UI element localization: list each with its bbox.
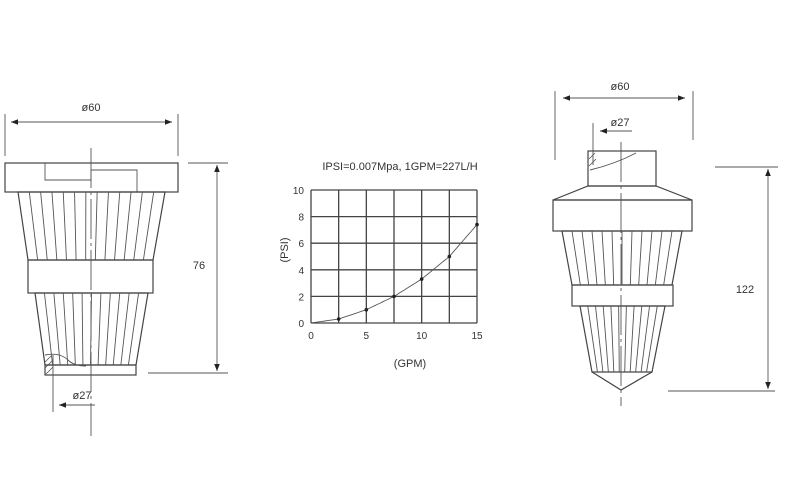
top-flange (4, 162, 179, 193)
rib-line (62, 191, 67, 261)
data-point (364, 307, 369, 312)
data-point (392, 294, 396, 299)
rib-line (602, 305, 609, 373)
rib-line (610, 305, 615, 373)
chart-title: IPSI=0.007Mpa, 1GPM=227L/H (322, 161, 477, 173)
data-point (419, 277, 424, 281)
x-tick-label: 5 (364, 331, 370, 342)
rib-line (133, 191, 143, 261)
chart-tick-labels: 0 5 10 15 0 2 4 6 8 10 (293, 186, 483, 342)
rib-line (611, 230, 615, 286)
rib-line (62, 292, 69, 366)
middle-band (571, 284, 674, 307)
rib-line (112, 292, 121, 366)
rib-line (571, 230, 581, 286)
data-point (447, 254, 452, 259)
rib-line (581, 230, 590, 286)
chart-ylabel: (PSI) (279, 237, 291, 262)
y-tick-label: 0 (298, 319, 304, 330)
left-diameter-top-label: ø60 (82, 102, 101, 114)
rib-line (654, 230, 663, 286)
chart-points (336, 222, 479, 321)
rib-line (640, 305, 650, 373)
rib-line (123, 191, 132, 261)
rib-line (120, 292, 130, 366)
y-tick-label: 2 (298, 292, 304, 303)
rib-line (72, 292, 76, 366)
right-diameter-top-label: ø60 (611, 81, 630, 93)
rib-line (595, 305, 604, 373)
rib-line (74, 191, 77, 261)
y-tick-label: 4 (298, 266, 304, 277)
rib-line (43, 292, 54, 366)
upper-ribbed-section (17, 191, 166, 261)
rib-line (591, 230, 598, 286)
rib-line (127, 292, 140, 366)
rib-line (94, 191, 98, 261)
ribs (587, 305, 658, 373)
rib-line (53, 292, 61, 366)
rib-line (28, 191, 39, 261)
shoulder-cone (552, 185, 693, 201)
rib-line (104, 191, 109, 261)
rib-line (97, 292, 102, 366)
chart-grid (310, 189, 478, 324)
y-tick-label: 8 (298, 213, 304, 224)
left-height-label: 76 (193, 260, 205, 272)
inlet-neck (587, 150, 657, 187)
rib-line (601, 230, 606, 286)
rib-line (40, 191, 48, 261)
middle-band (27, 259, 154, 294)
rib-line (629, 230, 633, 286)
rib-line (646, 230, 653, 286)
flange (552, 199, 693, 232)
ribs (43, 292, 140, 366)
cutaway-edge (589, 152, 637, 171)
ribs (571, 230, 673, 286)
rib-line (635, 305, 643, 373)
rib-line (618, 305, 620, 373)
y-tick-label: 10 (293, 186, 305, 197)
rib-line (142, 191, 155, 261)
x-tick-label: 15 (471, 331, 483, 342)
right-filter-view: ø60 ø27 122 (552, 81, 778, 406)
right-height-label: 122 (736, 284, 754, 296)
rib-line (81, 292, 84, 366)
x-tick-label: 0 (308, 331, 314, 342)
chart-xlabel: (GPM) (394, 358, 426, 370)
rib-line (114, 191, 121, 261)
left-diameter-bottom-label: ø27 (73, 390, 92, 402)
bottom-outlet (44, 364, 137, 376)
left-filter-view: ø60 76 ø27 (4, 102, 228, 436)
rib-line (51, 191, 58, 261)
conical-tip (591, 371, 653, 391)
pressure-flow-chart: IPSI=0.007Mpa, 1GPM=227L/H 0 5 10 15 0 2 4 6 8 10… (279, 161, 483, 370)
rib-line (587, 305, 598, 373)
rib-line (105, 292, 111, 366)
rib-line (629, 305, 635, 373)
rib-line (638, 230, 643, 286)
cutaway-edge (44, 353, 87, 367)
x-tick-label: 10 (416, 331, 428, 342)
rib-line (663, 230, 673, 286)
right-diameter-inlet-label: ø27 (611, 117, 630, 129)
y-tick-label: 6 (298, 239, 304, 250)
ribs (28, 191, 155, 261)
rib-line (646, 305, 658, 373)
rib-line (624, 305, 627, 373)
data-point (475, 222, 479, 227)
data-point (336, 317, 341, 321)
